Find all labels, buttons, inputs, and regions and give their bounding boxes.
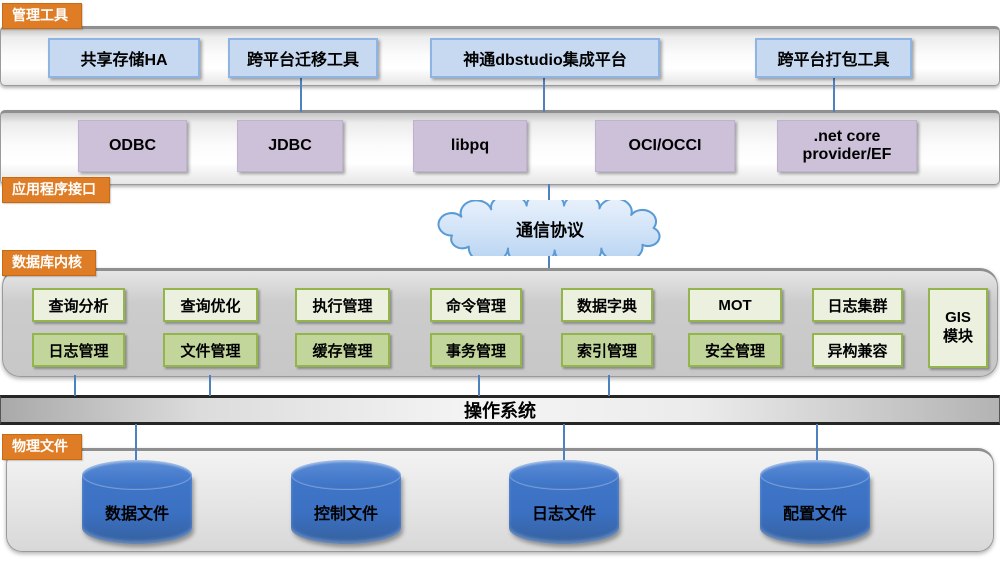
connector-os-to-logfile (563, 424, 565, 466)
api-label: ODBC (108, 136, 157, 154)
connector-os-to-datafile (135, 424, 137, 466)
connector-kernel-to-os-1 (74, 375, 76, 396)
cylinder-top (82, 460, 192, 490)
kernel-label: 查询优化 (180, 297, 241, 315)
kernel-label: 数据字典 (576, 297, 637, 315)
cylinder-top (291, 460, 401, 490)
tool-box-cross-platform-packaging: 跨平台打包工具 (755, 38, 912, 78)
kernel-box-command-management: 命令管理 (430, 288, 522, 322)
connector-kernel-to-os-3 (478, 375, 480, 396)
section-tab-db-kernel: 数据库内核 (2, 250, 96, 276)
kernel-box-log-cluster: 日志集群 (812, 288, 903, 322)
kernel-box-cache-management: 缓存管理 (295, 333, 390, 367)
kernel-label: 缓存管理 (312, 342, 373, 360)
kernel-label: 事务管理 (445, 342, 506, 360)
tool-box-dbstudio-platform: 神通dbstudio集成平台 (430, 38, 660, 78)
api-label: OCI/OCCI (628, 136, 702, 154)
api-box-libpq: libpq (413, 120, 527, 172)
connector-migration-tool-to-api (300, 77, 302, 112)
kernel-box-mot: MOT (688, 288, 782, 322)
kernel-label: 命令管理 (445, 297, 506, 315)
section-tab-management-tools: 管理工具 (2, 3, 82, 29)
gis-label-line1: GIS (945, 309, 971, 327)
api-label: libpq (450, 136, 490, 154)
kernel-box-transaction-management: 事务管理 (430, 333, 522, 367)
cylinder-label: 控制文件 (313, 506, 378, 523)
section-tab-db-kernel-label: 数据库内核 (12, 254, 82, 270)
api-label: JDBC (268, 136, 312, 154)
kernel-box-heterogeneous-compat: 异构兼容 (812, 333, 903, 367)
tool-box-shared-storage-ha: 共享存储HA (48, 38, 200, 78)
tool-label: 神通dbstudio集成平台 (463, 52, 627, 69)
tool-label: 跨平台迁移工具 (246, 52, 359, 69)
cylinder-control-files: 控制文件 (291, 460, 401, 544)
kernel-label: 查询分析 (48, 297, 109, 315)
kernel-label: MOT (718, 296, 752, 314)
kernel-label: 执行管理 (312, 297, 373, 315)
connector-kernel-to-os-4 (608, 375, 610, 396)
kernel-label: 日志管理 (48, 342, 109, 360)
tool-box-cross-platform-migration: 跨平台迁移工具 (228, 38, 378, 78)
kernel-label: 日志集群 (827, 297, 888, 315)
kernel-label: 索引管理 (576, 342, 637, 360)
kernel-box-log-management: 日志管理 (32, 333, 125, 367)
cylinder-label: 日志文件 (531, 506, 596, 523)
section-tab-app-interface-label: 应用程序接口 (12, 181, 96, 197)
cloud-label: 通信协议 (516, 221, 584, 240)
kernel-box-file-management: 文件管理 (163, 333, 258, 367)
section-tab-physical-files-label: 物理文件 (12, 438, 68, 454)
os-bar: 操作系统 (0, 395, 1000, 425)
tool-label: 共享存储HA (80, 52, 168, 69)
cylinder-log-files: 日志文件 (509, 460, 619, 544)
cylinder-label: 数据文件 (104, 506, 169, 523)
tool-label: 跨平台打包工具 (777, 52, 890, 69)
kernel-box-data-dictionary: 数据字典 (561, 288, 653, 322)
kernel-label: 文件管理 (180, 342, 241, 360)
section-tab-app-interface: 应用程序接口 (2, 177, 110, 203)
api-box-jdbc: JDBC (237, 120, 343, 172)
gis-label-line2: 模块 (942, 328, 973, 345)
cylinder-top (509, 460, 619, 490)
communication-protocol-cloud: 通信协议 (415, 200, 685, 256)
connector-package-tool-to-api (833, 77, 835, 112)
cylinder-label: 配置文件 (782, 506, 847, 523)
kernel-box-execution-management: 执行管理 (295, 288, 390, 322)
kernel-box-index-management: 索引管理 (561, 333, 653, 367)
cylinder-data-files: 数据文件 (82, 460, 192, 544)
connector-os-to-configfile (816, 424, 818, 466)
kernel-box-query-optimization: 查询优化 (163, 288, 258, 322)
section-tab-management-tools-label: 管理工具 (12, 7, 68, 23)
section-tab-physical-files: 物理文件 (2, 434, 82, 460)
kernel-label: 安全管理 (704, 342, 765, 360)
connector-kernel-to-os-2 (209, 375, 211, 396)
kernel-box-gis-module: GIS 模块 (928, 288, 988, 368)
api-box-net-core-provider: .net core provider/EF (777, 120, 917, 172)
cylinder-config-files: 配置文件 (760, 460, 870, 544)
api-box-oci-occi: OCI/OCCI (595, 120, 735, 172)
connector-dbstudio-to-api (543, 77, 545, 112)
api-label: .net core provider/EF (802, 127, 892, 163)
cylinder-top (760, 460, 870, 490)
os-bar-label: 操作系统 (464, 401, 536, 421)
api-box-odbc: ODBC (78, 120, 187, 172)
kernel-label: 异构兼容 (827, 342, 888, 360)
kernel-box-query-analysis: 查询分析 (32, 288, 125, 322)
cloud-icon (437, 200, 661, 256)
kernel-box-security-management: 安全管理 (688, 333, 782, 367)
